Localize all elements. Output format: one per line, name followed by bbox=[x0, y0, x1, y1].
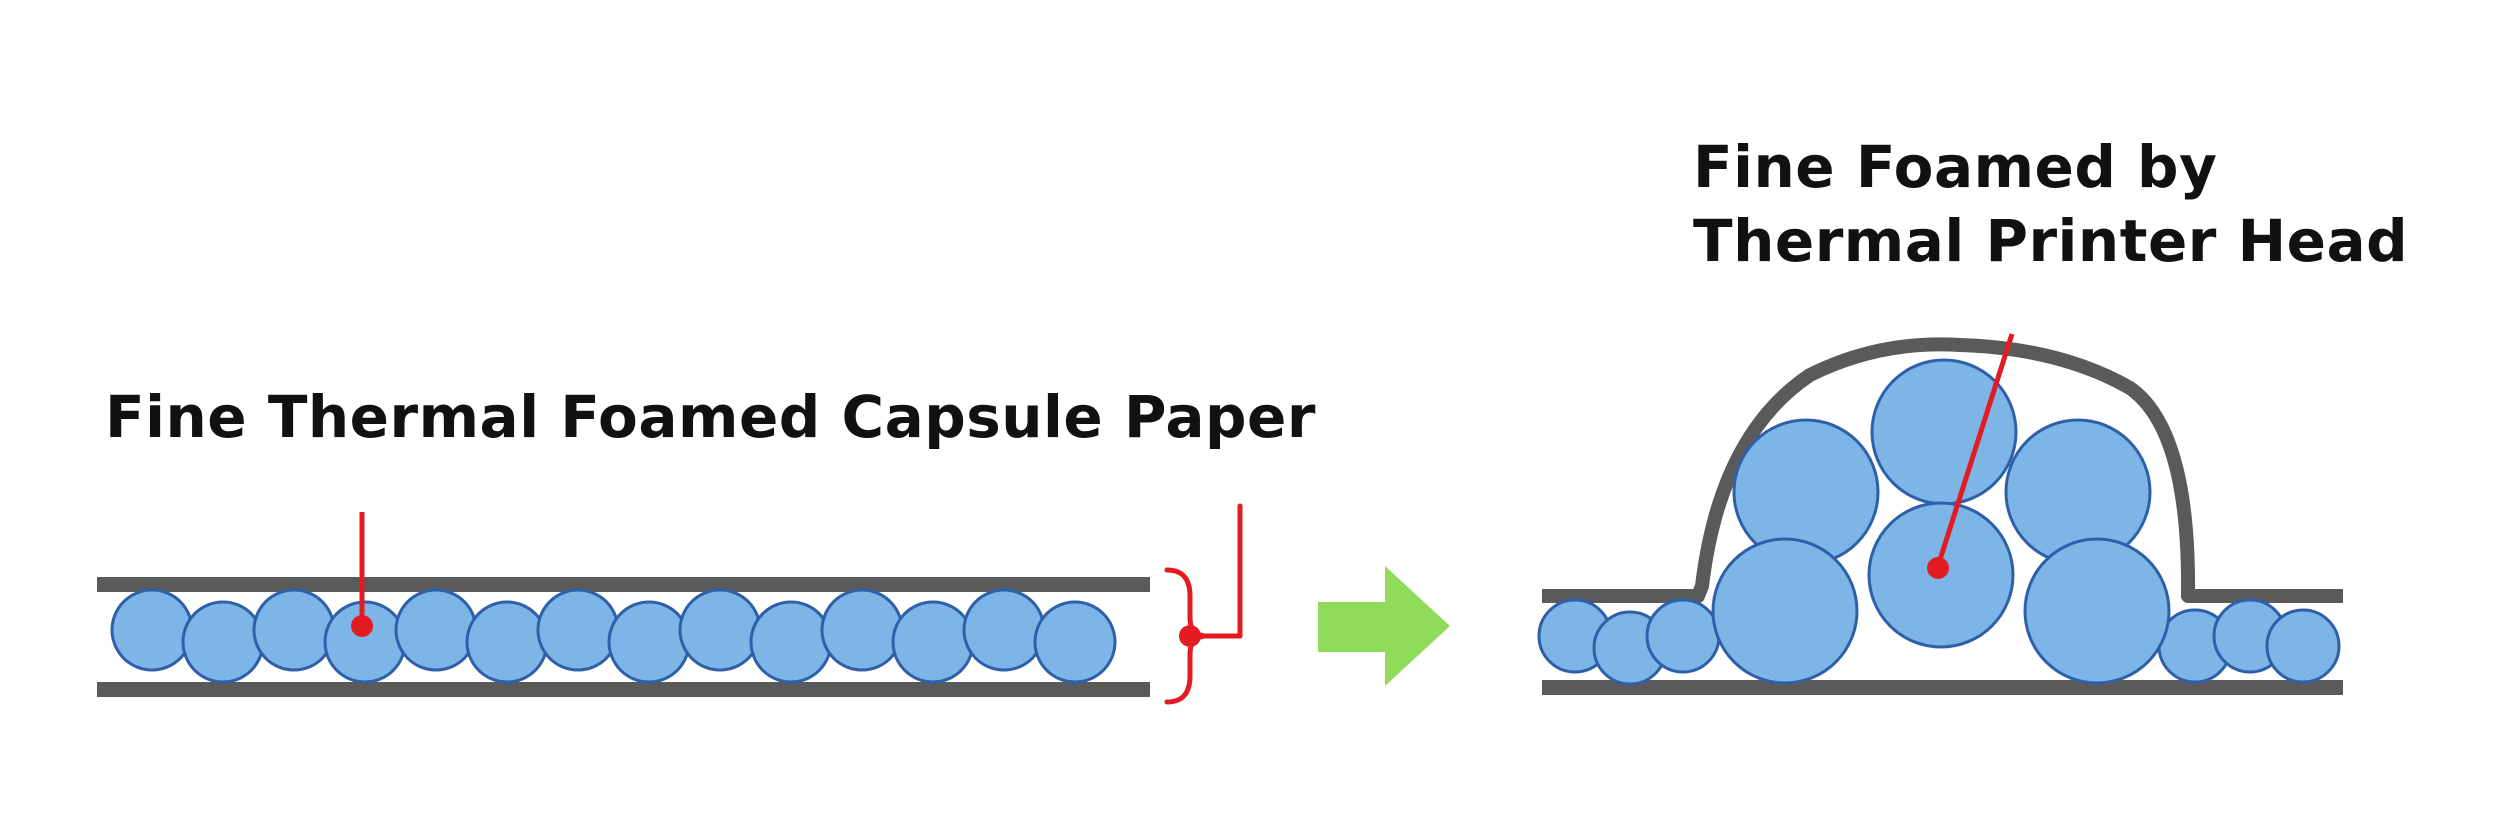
capsule bbox=[2265, 608, 2341, 684]
capsule-pointer bbox=[351, 512, 373, 637]
capsule bbox=[820, 588, 904, 672]
bracket-dot bbox=[1179, 625, 1201, 647]
right-arrow-icon bbox=[1318, 566, 1450, 686]
capsule bbox=[1645, 598, 1721, 674]
thickness-bracket bbox=[1164, 503, 1243, 705]
foamed-paper-label: Fine Foamed by Thermal Printer Head bbox=[1693, 130, 2408, 278]
capsule bbox=[181, 600, 265, 684]
bottom-layer bbox=[97, 682, 1150, 697]
capsule bbox=[962, 588, 1046, 672]
capsule bbox=[1033, 600, 1117, 684]
capsule bbox=[536, 588, 620, 672]
capsules-foamed bbox=[1537, 358, 2341, 686]
capsule bbox=[2023, 537, 2171, 685]
foamed-label-line-1: Fine Foamed by bbox=[1693, 133, 2218, 201]
dome-layer bbox=[1542, 337, 2343, 603]
capsule bbox=[323, 600, 407, 684]
capsule bbox=[394, 588, 478, 672]
unfoamed-paper bbox=[97, 503, 1243, 705]
capsule bbox=[110, 588, 194, 672]
foamed-paper bbox=[1537, 333, 2343, 695]
capsule bbox=[252, 588, 336, 672]
capsule bbox=[749, 600, 833, 684]
capsules-unfoamed bbox=[110, 588, 1117, 684]
foamed-capsule-pointer bbox=[1927, 333, 2015, 579]
capsule bbox=[678, 588, 762, 672]
foamed-label-line-2: Thermal Printer Head bbox=[1693, 207, 2409, 275]
capsule bbox=[891, 600, 975, 684]
capsule bbox=[607, 600, 691, 684]
top-layer bbox=[97, 577, 1150, 592]
unfoamed-paper-label: Fine Thermal Foamed Capsule Paper bbox=[105, 383, 1316, 451]
bottom-layer bbox=[1542, 680, 2343, 695]
capsule bbox=[465, 600, 549, 684]
capsule bbox=[1711, 537, 1859, 685]
